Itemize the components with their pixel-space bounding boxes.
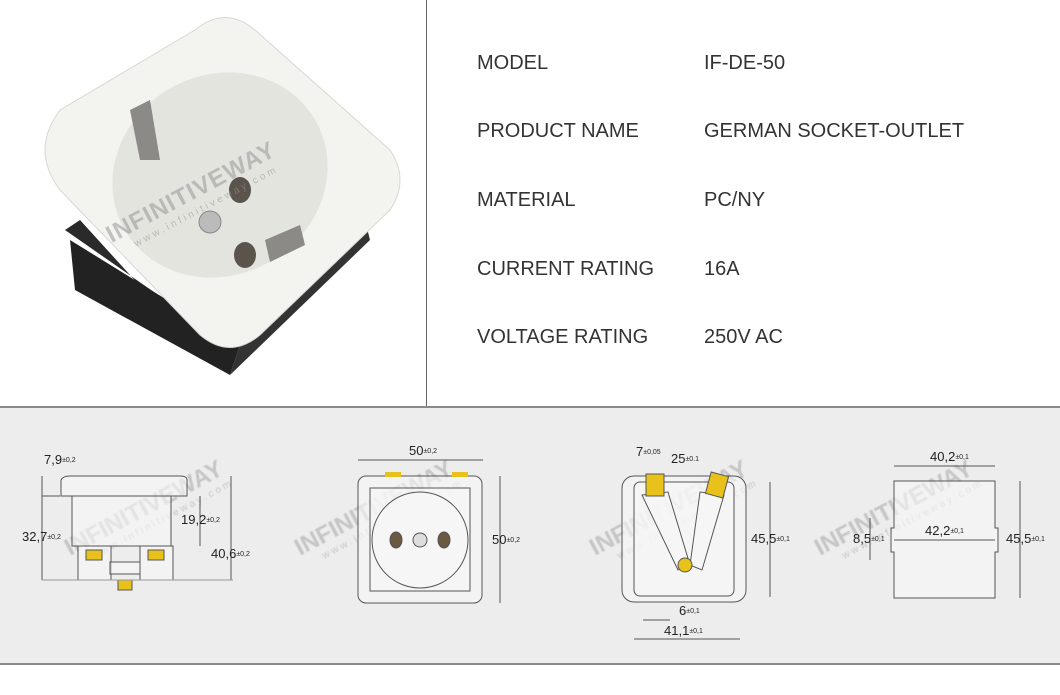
dimension-label: 6±0,1 xyxy=(679,603,700,618)
spec-row-material: MATERIAL PC/NY xyxy=(477,189,765,212)
spec-label: VOLTAGE RATING xyxy=(477,326,649,348)
spec-label: PRODUCT NAME xyxy=(477,120,639,142)
spec-row-model: MODEL IF-DE-50 xyxy=(477,52,785,75)
back-view-drawing xyxy=(621,471,771,640)
dimension-label: 50±0,2 xyxy=(409,443,438,458)
dimension-label: 50±0,2 xyxy=(492,532,521,547)
dimension-label: 8,5±0,1 xyxy=(853,531,885,546)
front-view-drawing xyxy=(357,459,501,604)
dimension-label: 45,5±0,1 xyxy=(751,531,790,546)
dimension-label: 45,5±0,1 xyxy=(1006,531,1045,546)
dimension-label: 19,2±0,2 xyxy=(181,512,220,527)
spec-value: 16A xyxy=(704,258,740,280)
divider xyxy=(426,0,427,406)
spec-row-product-name: PRODUCT NAME GERMAN SOCKET-OUTLET xyxy=(477,120,964,143)
dimension-label: 40,6±0,2 xyxy=(211,546,250,561)
side-view-drawing xyxy=(41,475,233,591)
spec-value: PC/NY xyxy=(704,189,766,211)
spec-value: IF-DE-50 xyxy=(704,52,786,74)
spec-row-voltage-rating: VOLTAGE RATING 250V AC xyxy=(477,326,783,349)
dimension-label: 41,1±0,1 xyxy=(664,623,703,638)
spec-row-current-rating: CURRENT RATING 16A xyxy=(477,258,740,281)
spec-label: CURRENT RATING xyxy=(477,258,655,280)
spec-label: MODEL xyxy=(477,52,549,74)
spec-value: 250V AC xyxy=(704,326,783,348)
dimension-label: 40,2±0,1 xyxy=(930,449,969,464)
dimension-label: 7±0,05 xyxy=(636,444,661,459)
cutout-drawing xyxy=(869,465,1021,599)
dimension-label: 42,2±0,1 xyxy=(925,523,964,538)
dimension-label: 32,7±0,2 xyxy=(22,529,61,544)
dimension-label: 7,9±0,2 xyxy=(44,452,76,467)
dimension-label: 25±0.1 xyxy=(671,451,700,466)
spec-value: GERMAN SOCKET-OUTLET xyxy=(704,120,965,142)
spec-label: MATERIAL xyxy=(477,189,576,211)
